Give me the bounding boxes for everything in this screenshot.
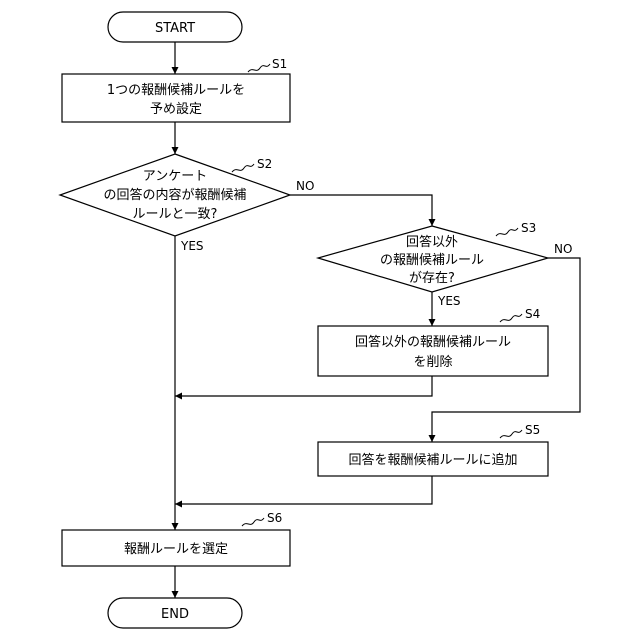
s5-step-label: S5 (525, 423, 540, 437)
s3-yes-label: YES (437, 294, 461, 308)
s4-leader (500, 314, 522, 322)
s2-line1: アンケート (143, 169, 207, 184)
s3-step-label: S3 (521, 221, 536, 235)
s3-line3: が存在? (409, 271, 455, 286)
start-terminal: START (108, 12, 242, 42)
s2-line2: の回答の内容が報酬候補 (103, 187, 246, 203)
s1-line1: 1つの報酬候補ルールを (107, 83, 245, 98)
s3-leader (496, 228, 518, 236)
s3-no-label: NO (554, 242, 572, 256)
s2-yes-label: YES (180, 239, 204, 253)
s4-process-box: 回答以外の報酬候補ルール を削除 S4 (318, 307, 548, 376)
connector-s4-main (175, 376, 432, 396)
connector-s5-main (175, 476, 432, 504)
s6-line1: 報酬ルールを選定 (124, 542, 228, 557)
s3-line1: 回答以外 (406, 234, 458, 250)
end-label: END (161, 607, 189, 622)
s2-leader (232, 164, 254, 172)
s2-decision: アンケート の回答の内容が報酬候補 ルールと一致? S2 (60, 154, 290, 236)
s4-line1: 回答以外の報酬候補ルール (355, 334, 511, 350)
s4-step-label: S4 (525, 307, 540, 321)
s4-line2: を削除 (413, 355, 452, 370)
start-label: START (155, 21, 195, 36)
s1-leader (248, 64, 270, 72)
s6-leader (242, 518, 264, 526)
s2-step-label: S2 (257, 157, 272, 171)
end-terminal: END (108, 598, 242, 628)
s5-line1: 回答を報酬候補ルールに追加 (348, 452, 517, 468)
connector-s2-no-s3 (290, 195, 432, 226)
s3-decision: 回答以外 の報酬候補ルール が存在? S3 (318, 221, 548, 292)
s6-process-box: 報酬ルールを選定 S6 (62, 511, 290, 566)
s2-line3: ルールと一致? (133, 207, 218, 222)
s5-leader (500, 430, 522, 438)
s1-line2: 予め設定 (150, 101, 202, 117)
s1-process-box: 1つの報酬候補ルールを 予め設定 S1 (62, 57, 290, 122)
s6-step-label: S6 (267, 511, 282, 525)
s5-process-box: 回答を報酬候補ルールに追加 S5 (318, 423, 548, 476)
s3-line2: の報酬候補ルール (380, 253, 484, 268)
s2-no-label: NO (296, 179, 314, 193)
s1-step-label: S1 (272, 57, 287, 71)
